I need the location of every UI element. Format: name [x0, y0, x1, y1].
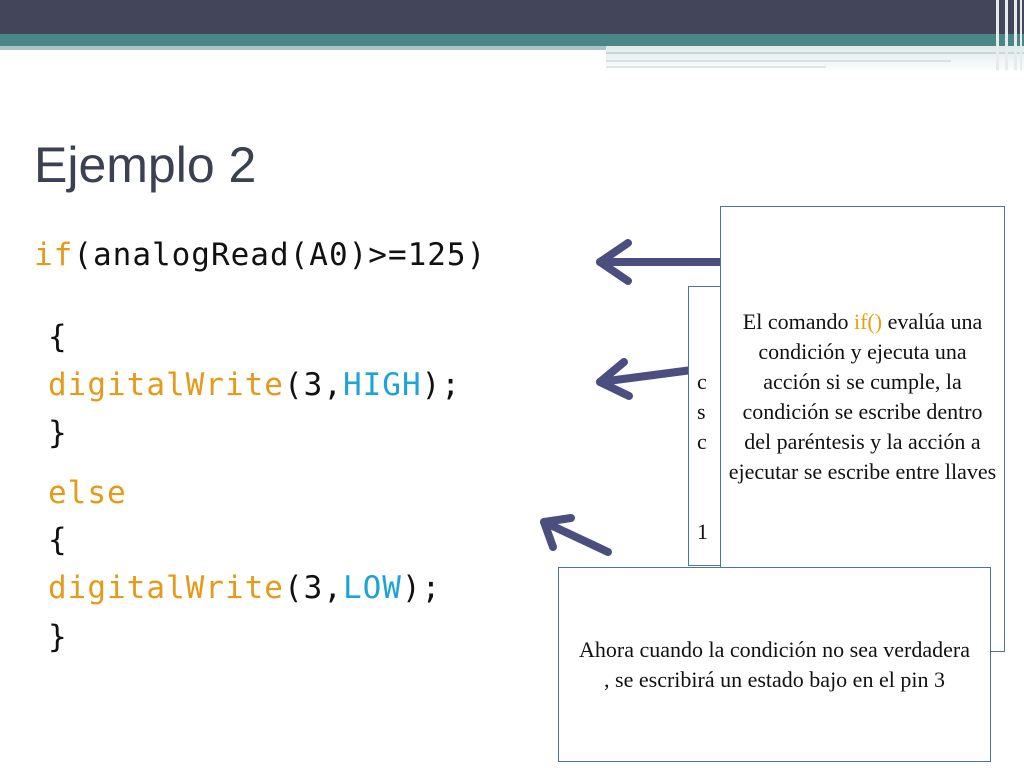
header-line [606, 66, 826, 68]
digitalwrite-function: digitalWrite [48, 570, 284, 606]
high-constant: HIGH [342, 367, 422, 403]
arrow-icon [596, 358, 696, 400]
code-close-brace: } [48, 415, 68, 451]
code-close-brace: } [48, 619, 68, 655]
arrow-icon [540, 514, 612, 556]
code-open-brace: { [48, 522, 68, 558]
callout-else-explanation: Ahora cuando la condición no sea verdade… [558, 567, 991, 762]
code-line-digitalwrite-low: digitalWrite(3,LOW); [48, 573, 441, 604]
if-condition: (analogRead(A0)>=125) [73, 237, 487, 273]
header-band-dark [0, 0, 1024, 34]
low-constant: LOW [342, 570, 402, 606]
digitalwrite-args-close: ); [421, 367, 461, 403]
slide-title: Ejemplo 2 [34, 137, 257, 193]
callout-if-highlight: if() [853, 309, 883, 334]
code-line-digitalwrite-high: digitalWrite(3,HIGH); [48, 370, 461, 401]
callout-text-start: El comando [742, 309, 854, 334]
callout-text-end: evalúa una condición y ejecuta una acció… [728, 309, 997, 484]
digitalwrite-args-open: (3, [283, 570, 343, 606]
header-band-shadow [606, 46, 1024, 72]
digitalwrite-function: digitalWrite [48, 367, 284, 403]
header-band-teal [0, 34, 1024, 46]
code-open-brace: { [48, 319, 68, 355]
code-line-if: if(analogRead(A0)>=125) [34, 240, 486, 271]
header-stripe [1014, 0, 1017, 70]
header-line [606, 52, 1024, 54]
else-keyword: else [48, 475, 127, 511]
arrow-icon [596, 239, 728, 285]
if-keyword: if [34, 237, 74, 273]
header-line [606, 60, 951, 62]
callout-else-text: Ahora cuando la condición no sea verdade… [579, 636, 970, 692]
header-stripe [1020, 0, 1022, 70]
header-band-light [0, 46, 1024, 50]
header-stripe [1005, 0, 1008, 70]
header-stripe [996, 0, 999, 70]
callout-if-text: El comando if() evalúa una condición y e… [727, 307, 998, 487]
digitalwrite-args-open: (3, [283, 367, 343, 403]
digitalwrite-args-close: ); [401, 570, 442, 606]
